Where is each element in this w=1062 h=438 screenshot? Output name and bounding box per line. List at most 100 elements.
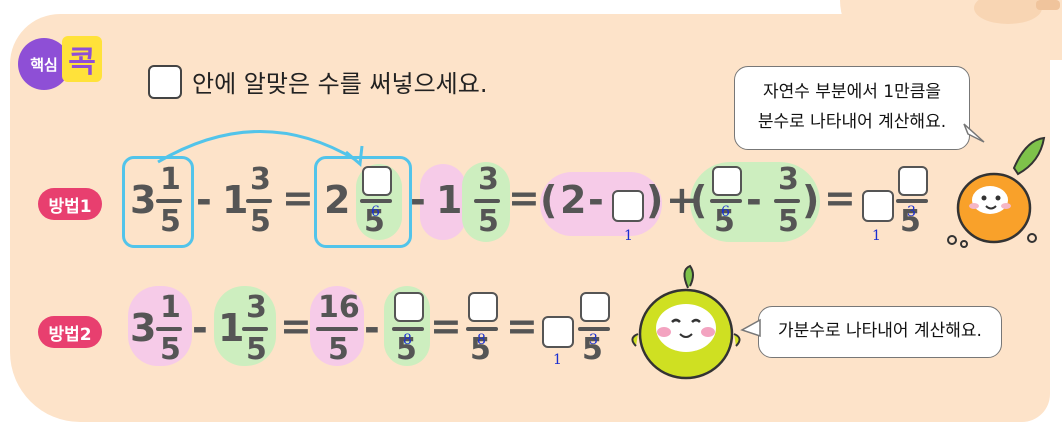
m1-answer-box-1[interactable]: [362, 166, 392, 196]
m1-paren-close-2: ): [802, 178, 820, 222]
m2-num-a: 1: [160, 290, 181, 325]
m1-answer-box-4[interactable]: [862, 190, 894, 222]
m1-whole-a: 3: [130, 178, 157, 222]
m2-fraction-bar-b: [242, 327, 268, 331]
broom-decoration-icon: [974, 0, 1060, 24]
blank-box-icon: [148, 64, 182, 99]
m1-num-d: 3: [478, 162, 499, 197]
m2-answer-box-1[interactable]: [394, 292, 424, 322]
m1-two: 2: [560, 178, 587, 222]
m1-num-f: 3: [778, 162, 799, 197]
m2-answer-box-2[interactable]: [468, 292, 498, 322]
method1-label: 방법1: [48, 196, 92, 217]
hint-bubble-method1: 자연수 부분에서 1만큼을 분수로 나타내어 계산해요.: [734, 66, 970, 150]
m2-answer-1: 8: [403, 332, 412, 348]
m1-den-b: 5: [250, 204, 271, 239]
m1-answer-box-2[interactable]: [612, 190, 644, 222]
m1-den-g: 5: [900, 204, 921, 239]
m2-den-c: 5: [328, 332, 349, 367]
m1-fraction-bar-d: [474, 199, 500, 203]
m1-whole-b: 1: [222, 178, 249, 222]
m2-answer-box-4[interactable]: [580, 292, 610, 322]
m1-num-a: 1: [160, 162, 181, 197]
m2-den-b: 5: [246, 332, 267, 367]
m2-fraction-bar-e: [466, 327, 498, 331]
instruction-text: 안에 알맞은 수를 써넣으세요.: [192, 70, 488, 98]
m1-plus: +: [666, 178, 698, 222]
m2-minus-1: -: [192, 306, 208, 350]
m2-whole-b: 1: [218, 306, 245, 350]
m1-den-e: 5: [714, 204, 735, 239]
m1-whole-d: 1: [436, 178, 463, 222]
m1-minus-3: -: [588, 178, 604, 222]
m1-answer-box-5[interactable]: [898, 166, 928, 196]
badge-key: 콕: [62, 36, 102, 82]
m2-highlight-green-1: [214, 286, 276, 366]
m2-fraction-bar-c: [316, 327, 358, 331]
m1-den-f: 5: [778, 204, 799, 239]
m1-frame-right: [314, 156, 412, 248]
bubble2-tail-icon: [740, 318, 761, 338]
m1-fraction-bar-b: [246, 199, 272, 203]
method1-tag: 방법1: [38, 188, 102, 220]
m1-answer-4: 1: [872, 228, 881, 244]
badge-key-label: 콕: [68, 45, 96, 80]
m2-minus-2: -: [364, 306, 380, 350]
m1-whole-c: 2: [324, 178, 351, 222]
m2-answer-box-3[interactable]: [542, 316, 574, 348]
orange-mascot-icon: [947, 136, 1046, 248]
m1-eq-2: =: [508, 176, 540, 220]
m2-den-a: 5: [160, 332, 181, 367]
hint-method2-text: 가분수로 나타내어 계산해요.: [778, 321, 982, 341]
m1-highlight-pink-1: [420, 164, 466, 240]
hint-bubble-method2: 가분수로 나타내어 계산해요.: [758, 306, 1002, 358]
m1-paren-open-2: (: [690, 178, 708, 222]
m1-fraction-bar-a: [156, 199, 182, 203]
m1-frame-left: [122, 156, 194, 248]
m1-fraction-bar-f: [774, 199, 800, 203]
m2-fraction-bar-a: [156, 327, 182, 331]
m1-answer-5: 3: [907, 204, 916, 220]
m1-minus-2: -: [410, 178, 426, 222]
hint-line-2: 분수로 나타내어 계산해요.: [757, 112, 947, 132]
method2-tag: 방법2: [38, 316, 102, 348]
m2-num-b: 3: [246, 290, 267, 325]
method2-label: 방법2: [48, 324, 92, 345]
m2-highlight-pink-1: [128, 286, 192, 366]
m2-den-d: 5: [396, 332, 417, 367]
bubble1-tail-icon: [963, 123, 985, 143]
m1-den-a: 5: [160, 204, 181, 239]
m2-highlight-pink-2: [310, 286, 364, 366]
m2-eq-2: =: [430, 304, 462, 348]
badge-core: 핵심: [18, 38, 70, 90]
m2-answer-2: 8: [477, 332, 486, 348]
m2-answer-3: 1: [553, 352, 562, 368]
m2-fraction-bar-f: [578, 327, 610, 331]
m1-den-c: 5: [364, 204, 385, 239]
m1-answer-box-3[interactable]: [712, 166, 742, 196]
m1-fraction-bar-e: [710, 199, 742, 203]
m1-paren-close-1: ): [646, 178, 664, 222]
m2-answer-4: 3: [589, 332, 598, 348]
m1-fraction-bar-c: [360, 199, 392, 203]
m1-fraction-bar-g: [896, 199, 928, 203]
m1-minus-1: -: [196, 178, 212, 222]
m2-fraction-bar-d: [392, 327, 424, 331]
m1-answer-2: 1: [624, 228, 633, 244]
m1-eq-3: =: [824, 176, 856, 220]
yellow-mascot-icon: [631, 264, 741, 380]
m2-den-f: 5: [582, 332, 603, 367]
badge-label: 핵심: [30, 55, 58, 74]
m1-num-b: 3: [250, 162, 271, 197]
m2-eq-1: =: [280, 304, 312, 348]
m1-den-d: 5: [478, 204, 499, 239]
m2-whole-a: 3: [130, 306, 157, 350]
hint-line-1: 자연수 부분에서 1만큼을: [762, 82, 942, 102]
m1-answer-1: 6: [371, 204, 380, 220]
m1-answer-3: 6: [721, 204, 730, 220]
m2-num-c: 16: [318, 290, 360, 325]
m1-paren-open-1: (: [540, 178, 558, 222]
m2-eq-3: =: [506, 304, 538, 348]
instruction: 안에 알맞은 수를 써넣으세요.: [148, 64, 487, 99]
